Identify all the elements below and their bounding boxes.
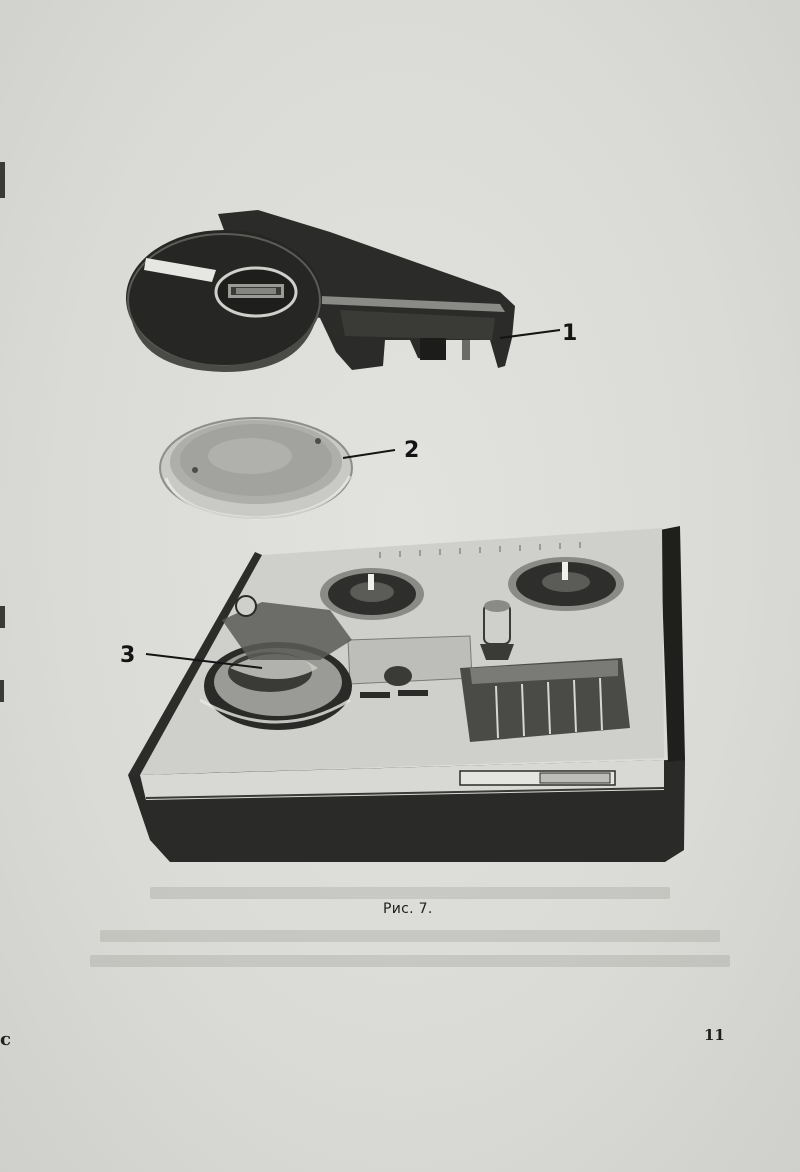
page-number: 11 xyxy=(704,1026,725,1044)
callout-leader-line-1 xyxy=(499,329,561,339)
callout-leader-line-2 xyxy=(342,449,396,459)
bleed-through-line xyxy=(150,887,670,899)
reel-cover-lid xyxy=(126,210,515,372)
callout-label-1: 1 xyxy=(562,321,577,346)
callout-label-2: 2 xyxy=(404,438,419,463)
binding-edge-marks xyxy=(0,162,5,702)
callout-leader-line-3 xyxy=(145,653,263,669)
callout-label-3: 3 xyxy=(120,643,135,668)
bleed-through-line xyxy=(100,930,720,942)
figure-caption: Рис. 7. xyxy=(383,901,433,917)
tape-recorder xyxy=(128,526,685,862)
transparent-disc xyxy=(159,417,353,520)
transport-keys xyxy=(495,677,603,739)
bleed-through-line xyxy=(90,955,730,967)
top-scale-marks xyxy=(379,542,581,558)
left-edge-character: c xyxy=(0,1029,11,1050)
